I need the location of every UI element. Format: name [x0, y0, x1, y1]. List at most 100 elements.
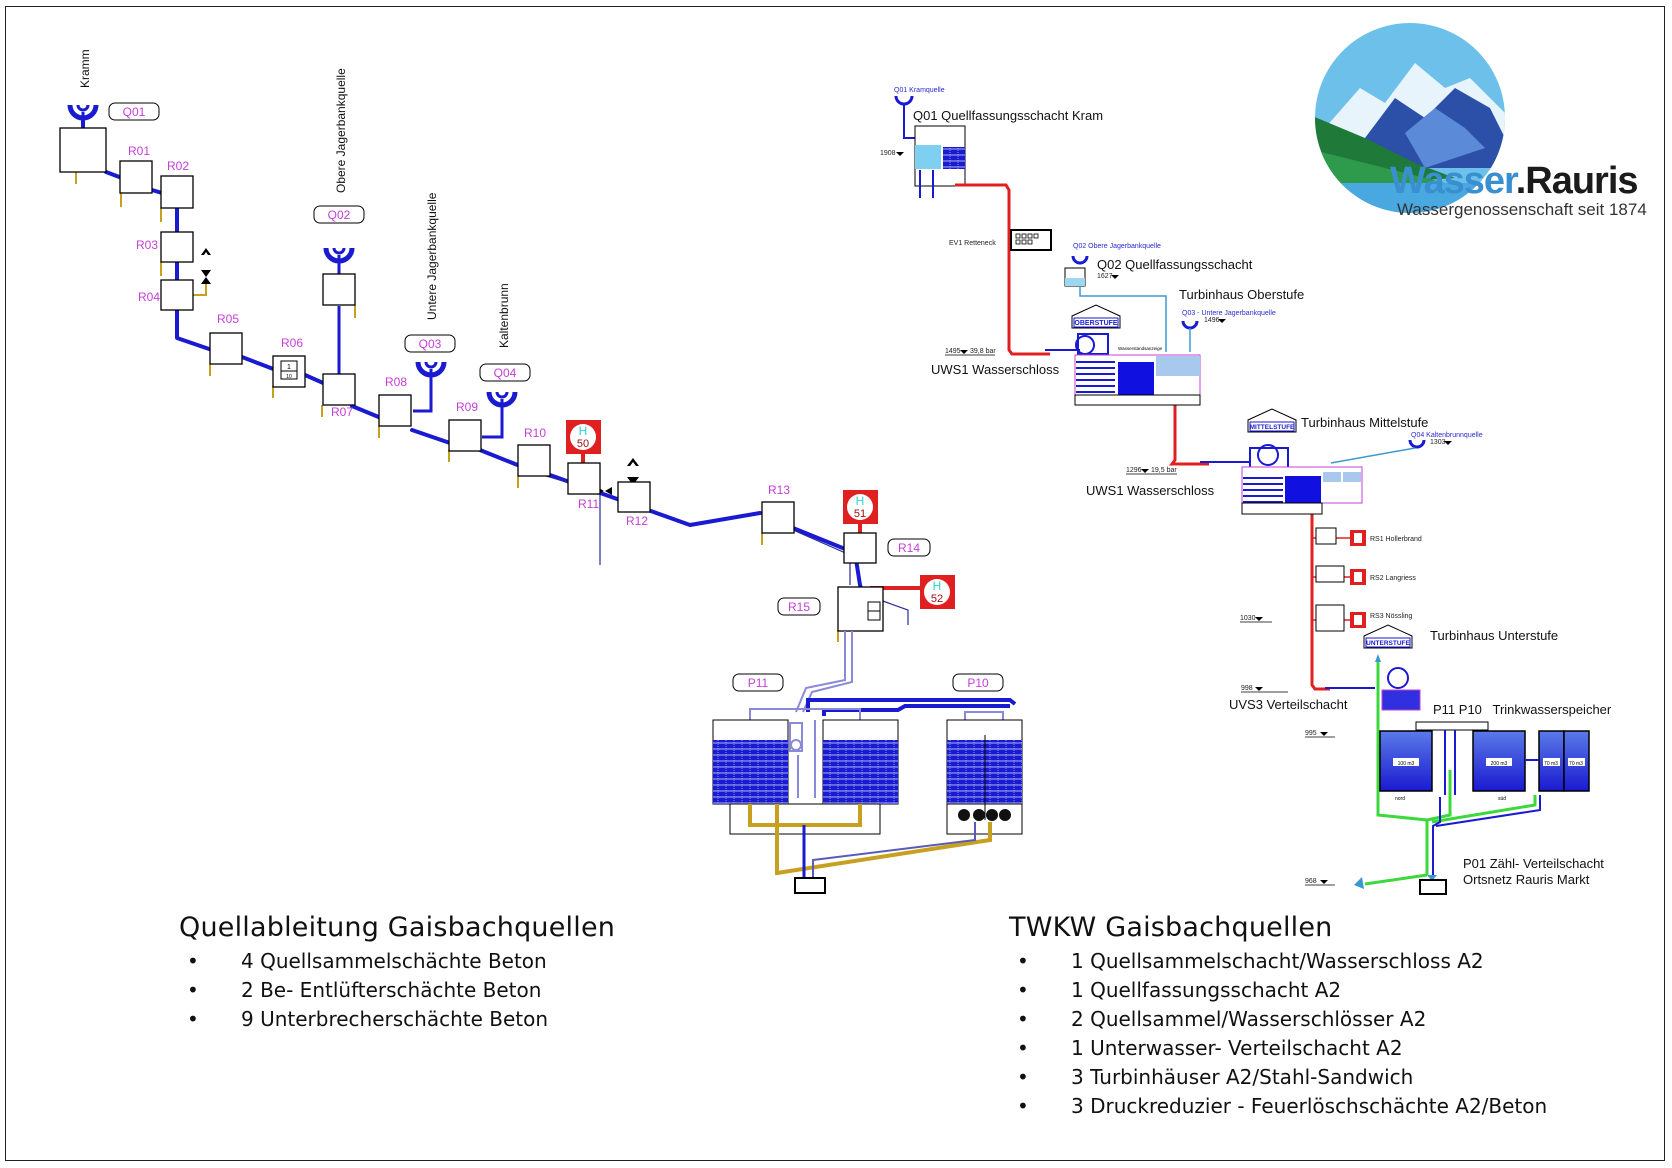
shaft-q01: [59, 127, 107, 173]
shaft-r14: [843, 532, 877, 564]
legend-right-title: TWKW Gaisbachquellen: [1009, 912, 1333, 943]
svg-text:70 m3: 70 m3: [1569, 761, 1583, 767]
svg-text:1030: 1030: [1240, 615, 1256, 622]
storage-tank-70a: 70 m3: [1538, 730, 1565, 792]
shaft-label: R12: [626, 514, 648, 528]
svg-text:OBERSTUFE: OBERSTUFE: [1074, 320, 1118, 327]
level-marker-1496: 1496: [1204, 317, 1226, 324]
storage-tank-200: 200 m3 süd: [1472, 730, 1526, 802]
air-valve-icon: [201, 248, 211, 284]
svg-text:RS3 Nössling: RS3 Nössling: [1370, 613, 1413, 620]
turbine-oberstufe: [1045, 333, 1109, 355]
svg-text:RS2 Langriess: RS2 Langriess: [1370, 575, 1416, 582]
level-marker-1908: 1908: [880, 150, 904, 157]
shaft-label: R05: [217, 312, 239, 326]
legend-left-item: •2 Be- Entlüfterschächte Beton: [187, 978, 542, 1002]
svg-text:H: H: [579, 424, 588, 438]
svg-text:995: 995: [1305, 730, 1317, 737]
supply-pipes-to-tanks: [749, 631, 1017, 735]
shaft-label: R11: [578, 497, 599, 511]
legend-right-item: •3 Turbinhäuser A2/Stahl-Sandwich: [1017, 1065, 1414, 1089]
svg-text:1908: 1908: [880, 150, 896, 157]
page-frame: [5, 6, 1665, 1161]
shaft-r04: [160, 279, 194, 311]
q04-small-label: Q04 Kaltenbrunnquelle: [1411, 432, 1483, 439]
logo-tagline: Wassergenossenschaft seit 1874: [1397, 200, 1647, 219]
tank-base-p10: [946, 803, 1023, 835]
r06-fraction-icon: 1 10: [280, 360, 298, 380]
legend-left-item: •9 Unterbrecherschächte Beton: [187, 1007, 549, 1031]
valve-chamber-p11: [789, 720, 816, 798]
turbinhaus-oberstufe-title: Turbinhaus Oberstufe: [1179, 287, 1304, 302]
shaft-r02: [160, 175, 194, 209]
svg-text:200 m3: 200 m3: [1491, 761, 1508, 767]
uws1-title-mid: UWS1 Wasserschloss: [1086, 483, 1215, 498]
svg-text:1296: 1296: [1126, 467, 1142, 474]
storage-tank-70b: 70 m3: [1563, 730, 1590, 792]
svg-text:100 m3: 100 m3: [1398, 761, 1415, 767]
level-marker-995: 995: [1305, 730, 1335, 738]
q01-shaft: [914, 125, 966, 198]
main-pipeline: [81, 119, 870, 614]
svg-text:MITTELSTUFE: MITTELSTUFE: [1250, 424, 1295, 431]
shaft-r11: [567, 462, 601, 495]
ev1-label: EV1 Retteneck: [949, 240, 996, 247]
q03-source-icon: [1181, 320, 1199, 330]
source-name-kramm: Kramm: [78, 49, 92, 88]
level-marker-968: 968: [1305, 878, 1335, 886]
storage-tank-100: 100 m3 nord: [1379, 730, 1433, 802]
svg-text:968: 968: [1305, 878, 1317, 885]
q02-shaft: [1064, 267, 1086, 287]
svg-text:70 m3: 70 m3: [1544, 761, 1558, 767]
svg-text:RS1 Hollerbrand: RS1 Hollerbrand: [1370, 536, 1422, 543]
tank-p10: [946, 719, 1023, 820]
pill-q04: Q04: [479, 363, 531, 382]
tank-p11-right: [822, 719, 899, 805]
hydrant-50: H 50: [566, 420, 601, 454]
source-name-untere: Untere Jagerbankquelle: [425, 192, 439, 320]
outflow-blue-pipes: [802, 822, 976, 880]
hydrant-52: H 52: [920, 575, 955, 609]
q02-title: Q02 Quellfassungsschacht: [1097, 257, 1253, 272]
shaft-label: R10: [524, 426, 546, 440]
svg-text:39,8 bar: 39,8 bar: [970, 348, 996, 355]
legend-right-item: •2 Quellsammel/Wasserschlösser A2: [1017, 1007, 1427, 1031]
oberstufe-house: OBERSTUFE: [1071, 304, 1121, 329]
svg-text:P11: P11: [748, 676, 769, 690]
p01-title-line1: P01 Zähl- Verteilschacht: [1463, 856, 1604, 871]
legend-right-item: •1 Unterwasser- Verteilschacht A2: [1017, 1036, 1403, 1060]
turbinhaus-mittelstufe-title: Turbinhaus Mittelstufe: [1301, 415, 1428, 430]
level-marker-1627: 1627: [1097, 273, 1119, 280]
shaft-r13: [761, 501, 795, 534]
svg-text:10: 10: [286, 374, 292, 380]
uws1-mid-structure: [1241, 466, 1363, 515]
tank-p11-left: [712, 719, 789, 805]
mountain-logo-icon: [1315, 23, 1505, 213]
svg-text:19,5 bar: 19,5 bar: [1151, 467, 1177, 474]
logo-brand: Wasser.Rauris: [1390, 160, 1639, 202]
pill-q01: Q01: [108, 102, 160, 121]
svg-text:52: 52: [931, 593, 943, 605]
shaft-label: R02: [167, 159, 189, 173]
turbinhaus-unterstufe-title: Turbinhaus Unterstufe: [1430, 628, 1558, 643]
source-names: Kramm Obere Jagerbankquelle Untere Jager…: [78, 49, 511, 348]
shaft-r03: [160, 231, 194, 263]
legend-quellableitung: Quellableitung Gaisbachquellen •4 Quells…: [179, 912, 615, 1034]
q04-feed-pipe: [1330, 447, 1416, 464]
svg-text:nord: nord: [1395, 796, 1405, 802]
svg-text:1627: 1627: [1097, 273, 1113, 280]
source-name-kaltenbrunn: Kaltenbrunn: [497, 283, 511, 348]
shaft-label: R06: [281, 336, 303, 350]
svg-text:H: H: [933, 579, 942, 593]
level-marker-1296: 1296 19,5 bar: [1126, 467, 1177, 475]
q01-small-label: Q01 Kramquelle: [894, 87, 945, 94]
svg-text:Q01: Q01: [123, 105, 146, 119]
p01-title-line2: Ortsnetz Rauris Markt: [1463, 872, 1590, 887]
shaft-label: R04: [138, 290, 160, 304]
svg-text:998: 998: [1241, 685, 1253, 692]
shaft-r07: [322, 373, 356, 406]
uws1-title-top: UWS1 Wasserschloss: [931, 362, 1060, 377]
legend-right-item: •1 Quellsammelschacht/Wasserschloss A2: [1017, 949, 1484, 973]
reducer-rs3: RS3 Nössling: [1312, 604, 1413, 632]
